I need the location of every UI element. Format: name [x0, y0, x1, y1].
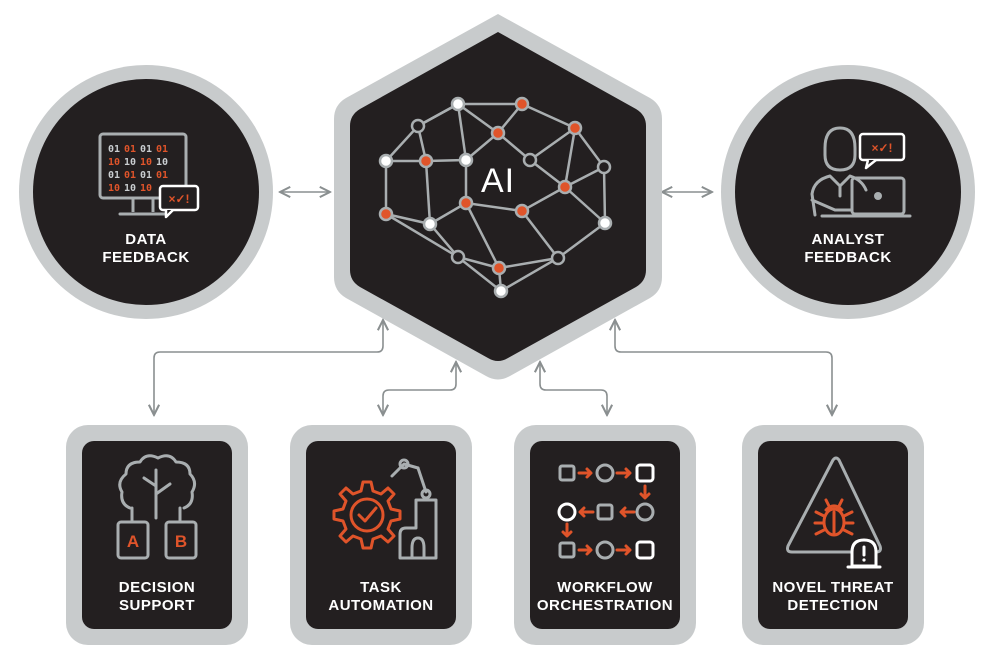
- data-feedback-label-line2: FEEDBACK: [102, 249, 189, 266]
- workflow-label-line2: ORCHESTRATION: [537, 597, 673, 614]
- workflow-orchestration-node: WORKFLOW ORCHESTRATION: [514, 425, 696, 645]
- analyst-feedback-node: ×✓! ANALYST FEEDBACK: [721, 65, 975, 319]
- tree-ab-icon: A B: [116, 454, 198, 560]
- svg-text:A: A: [127, 532, 139, 551]
- svg-text:×✓!: ×✓!: [168, 192, 189, 206]
- svg-text:01: 01: [124, 144, 136, 155]
- decision-support-label-line1: DECISION: [119, 579, 196, 596]
- ai-hexagon-node: AI: [334, 14, 662, 380]
- svg-text:01: 01: [156, 144, 168, 155]
- svg-text:01: 01: [140, 170, 152, 181]
- analyst-feedback-label-line1: ANALYST: [812, 231, 885, 248]
- workflow-icon: [557, 463, 655, 560]
- svg-text:10: 10: [140, 183, 152, 194]
- svg-text:10: 10: [140, 157, 152, 168]
- connectors: [154, 192, 832, 415]
- task-automation-label-line2: AUTOMATION: [328, 597, 433, 614]
- svg-text:01: 01: [108, 170, 120, 181]
- analyst-feedback-label-line2: FEEDBACK: [804, 249, 891, 266]
- network-nodes: [378, 96, 613, 299]
- svg-text:01: 01: [156, 170, 168, 181]
- novel-threat-node: NOVEL THREAT DETECTION: [742, 425, 924, 645]
- decision-support-node: A B DECISION SUPPORT: [66, 425, 248, 645]
- gear-robot-arm-icon: [332, 458, 438, 560]
- svg-text:10: 10: [156, 157, 168, 168]
- svg-text:01: 01: [140, 144, 152, 155]
- svg-text:10: 10: [108, 183, 120, 194]
- novel-threat-label-line1: NOVEL THREAT: [772, 579, 893, 596]
- connector-workflow: [540, 362, 607, 415]
- svg-text:10: 10: [124, 183, 136, 194]
- analyst-laptop-icon: ×✓!: [810, 126, 912, 218]
- connector-novel-threat: [615, 320, 832, 415]
- connector-task-automation: [383, 362, 456, 415]
- svg-text:10: 10: [124, 157, 136, 168]
- novel-threat-label-line2: DETECTION: [787, 597, 878, 614]
- data-feedback-node: 01 01 01 01 10 10 10 10 01 01 01 01 10 10 10 ×✓! DA…: [19, 65, 273, 319]
- decision-support-label-line2: SUPPORT: [119, 597, 195, 614]
- data-feedback-label-line1: DATA: [125, 231, 166, 248]
- connector-decision-support: [154, 320, 383, 415]
- bug-warning-icon: [786, 456, 882, 569]
- svg-text:10: 10: [108, 157, 120, 168]
- task-automation-node: TASK AUTOMATION: [290, 425, 472, 645]
- workflow-label-line1: WORKFLOW: [557, 579, 653, 596]
- svg-text:×✓!: ×✓!: [871, 141, 892, 155]
- svg-text:01: 01: [108, 144, 120, 155]
- svg-text:01: 01: [124, 170, 136, 181]
- monitor-binary-icon: 01 01 01 01 10 10 10 10 01 01 01 01 10 10 10 ×✓!: [98, 132, 200, 219]
- task-automation-label-line1: TASK: [360, 579, 402, 596]
- svg-text:B: B: [175, 532, 187, 551]
- ai-label: AI: [481, 162, 515, 200]
